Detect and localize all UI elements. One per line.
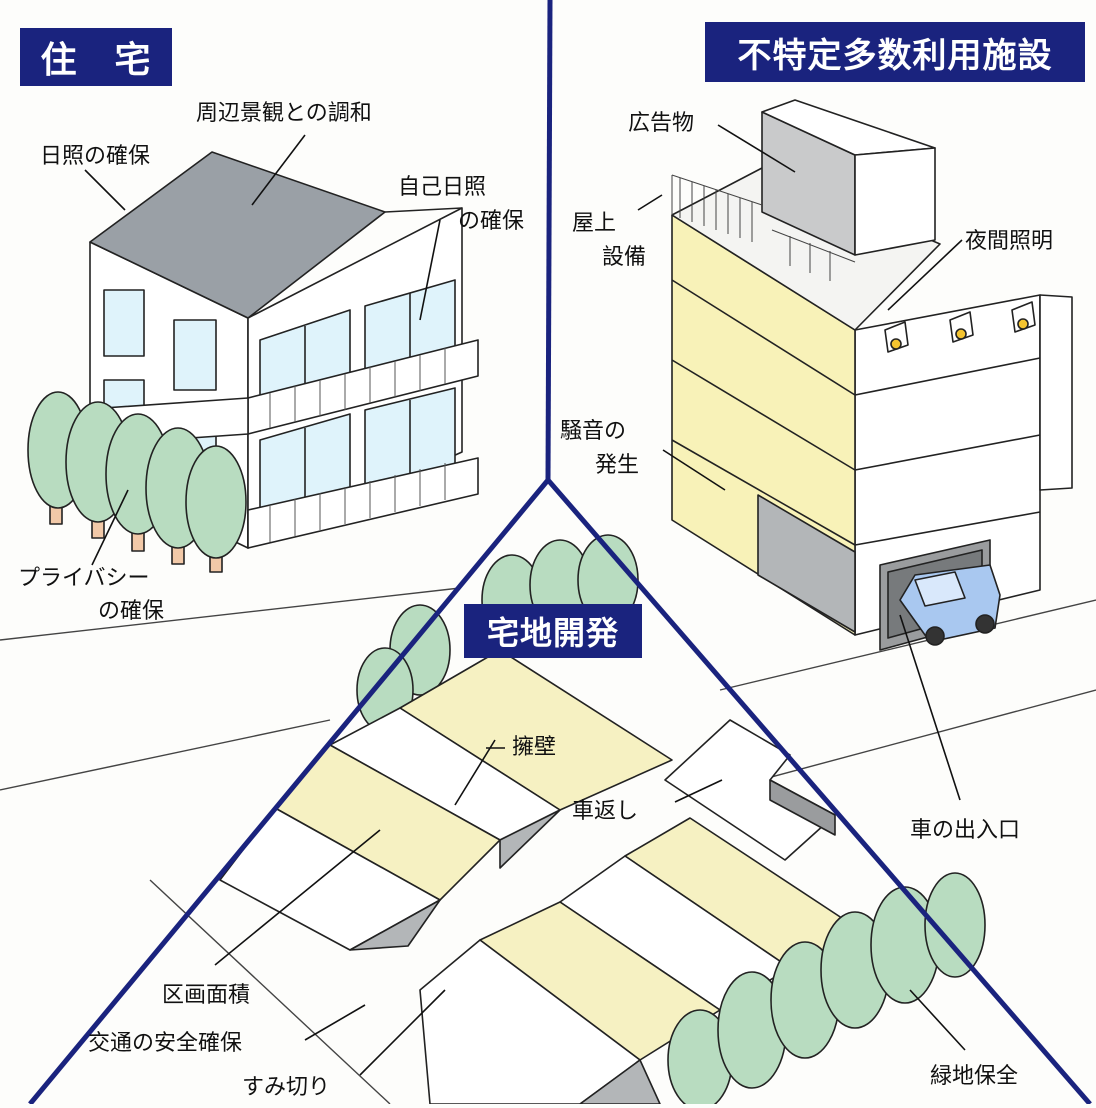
building-roof [671,167,941,331]
label-own-sunlight-1: 自己日照 [398,175,487,200]
commercial-building [671,99,1073,651]
lot-slope [349,899,441,951]
car [899,564,1001,646]
section-title-land-development: 宅地開発 [464,604,642,658]
leader-lines [84,124,966,1076]
label-retaining-wall: 擁壁 [512,735,557,760]
label-noise-2: 発生 [595,453,640,478]
section-dividers [28,0,1092,1106]
label-sunlight: 日照の確保 [40,144,151,169]
label-harmony: 周辺景観との調和 [196,101,372,126]
label-traffic-safety: 交通の安全確保 [88,1031,243,1056]
window [173,319,217,391]
label-own-sunlight-2: の確保 [458,209,525,234]
label-turnaround: 車返し [572,799,639,824]
building-shutter [757,494,856,633]
label-privacy-1: プライバシー [18,566,150,591]
spotlights [884,301,1036,353]
label-rooftop-2: 設備 [602,245,647,270]
section-title-housing: 住 宅 [20,28,172,86]
road-lines [0,587,1096,1105]
label-rooftop-1: 屋上 [572,211,617,236]
label-green-space: 緑地保全 [930,1064,1019,1089]
foreground-trees [667,872,986,1108]
land-development [219,534,986,1108]
lot-slope [499,809,561,869]
label-signage: 広告物 [628,111,695,136]
section-title-public-facility: 不特定多数利用施設 [705,22,1085,82]
label-lot-area: 区画面積 [162,983,251,1008]
label-night-light: 夜間照明 [965,229,1054,254]
label-corner-cut: すみ切り [242,1075,331,1100]
label-privacy-2: の確保 [98,599,165,624]
window [103,289,145,357]
label-noise-1: 騒音の [560,419,627,444]
label-car-entrance: 車の出入口 [910,818,1021,843]
